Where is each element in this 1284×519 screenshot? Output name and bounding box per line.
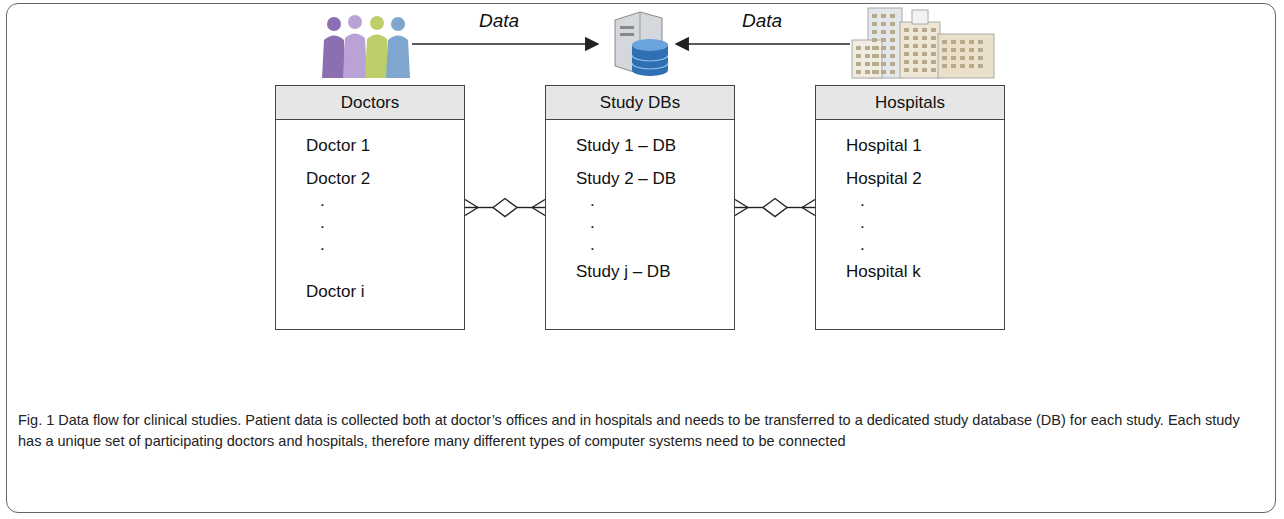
table-header: Study DBs	[546, 86, 734, 120]
table-row: Hospital 1	[846, 134, 992, 157]
table-body: Doctor 1 Doctor 2... Doctor i	[276, 120, 464, 319]
table-row: Hospital k	[846, 260, 992, 283]
ellipsis-dot: .	[306, 212, 452, 234]
ellipsis-dot: .	[846, 234, 992, 256]
data-arrow	[412, 43, 598, 45]
ellipsis-dot: .	[306, 190, 452, 212]
table-header: Doctors	[276, 86, 464, 120]
table-body: Study 1 – DB Study 2 – DB... Study j – DB	[546, 120, 734, 299]
table-row: Study 1 – DB	[576, 134, 722, 157]
database-server-icon	[615, 12, 668, 76]
ellipsis-dot: .	[846, 212, 992, 234]
figure-caption: Fig. 1 Data flow for clinical studies. P…	[18, 410, 1263, 452]
table-row: Doctor 1	[306, 134, 452, 157]
many-to-many-connector	[465, 199, 545, 217]
many-to-many-connector	[735, 199, 815, 217]
table-row: Doctor 2	[306, 167, 452, 190]
doctors-icon	[322, 15, 410, 78]
table-box: DoctorsDoctor 1 Doctor 2... Doctor i	[275, 85, 465, 330]
flow-label: Data	[742, 10, 782, 32]
ellipsis-dot: .	[576, 212, 722, 234]
table-row: Doctor i	[306, 280, 452, 303]
table-box: HospitalsHospital 1Hospital 2...Hospital…	[815, 85, 1005, 330]
table-row: Hospital 2	[846, 167, 992, 190]
table-header: Hospitals	[816, 86, 1004, 120]
ellipsis-dot: .	[576, 234, 722, 256]
flow-label: Data	[479, 10, 519, 32]
table-row: Study 2 – DB	[576, 167, 722, 190]
hospitals-icon	[852, 8, 994, 78]
table-row: Study j – DB	[576, 260, 722, 283]
window-pattern	[856, 14, 983, 74]
ellipsis-dot: .	[576, 190, 722, 212]
ellipsis-dot: .	[306, 234, 452, 256]
data-arrow	[676, 43, 850, 45]
table-body: Hospital 1 Hospital 2... Hospital k	[816, 120, 1004, 299]
table-box: Study DBsStudy 1 – DBStudy 2 – DB...Stud…	[545, 85, 735, 330]
ellipsis-dot: .	[846, 190, 992, 212]
